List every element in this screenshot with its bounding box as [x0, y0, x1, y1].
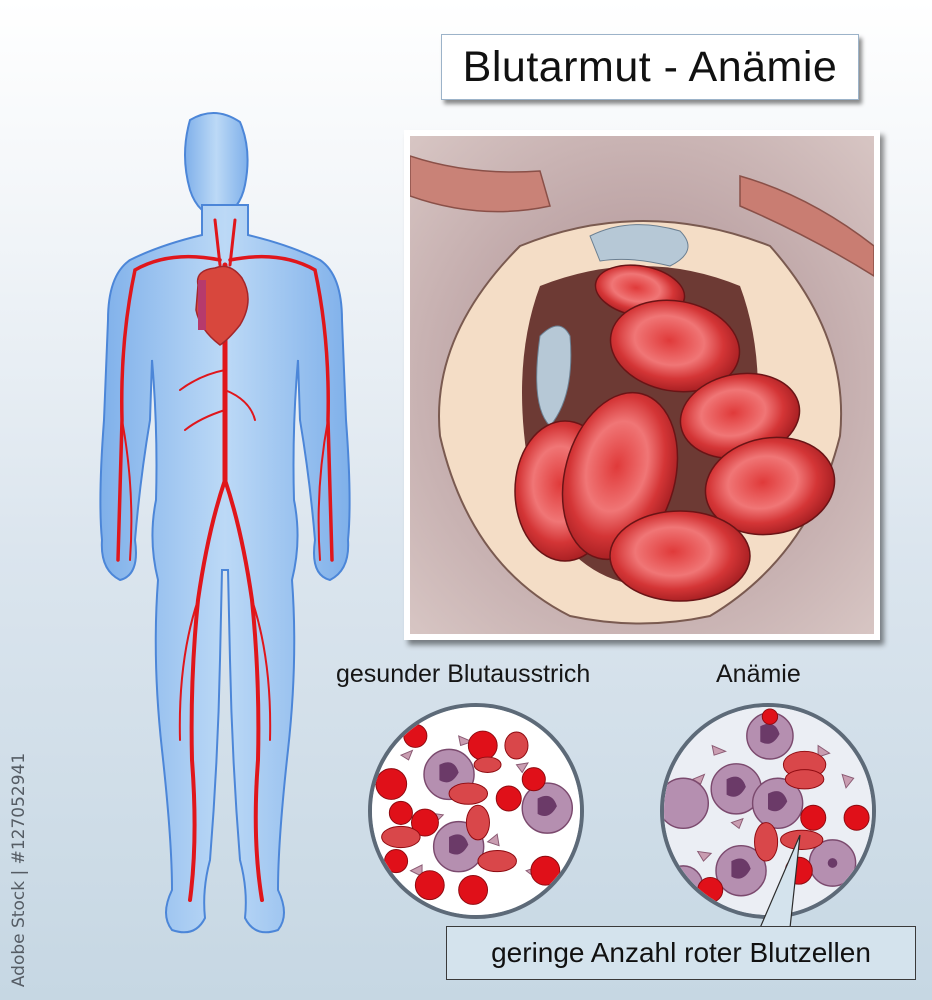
title-box: Blutarmut - Anämie	[441, 34, 859, 100]
anemia-smear-label: Anämie	[716, 660, 801, 688]
callout-text: geringe Anzahl roter Blutzellen	[491, 937, 871, 968]
callout-pointer	[760, 835, 801, 928]
callout-box: geringe Anzahl roter Blutzellen	[446, 926, 916, 980]
watermark-text: Adobe Stock | #127052941	[9, 752, 30, 988]
human-body-illustration	[99, 112, 351, 934]
healthy-smear-label: gesunder Blutausstrich	[336, 660, 591, 688]
bone-marrow-illustration	[404, 130, 880, 640]
body-figure	[80, 100, 380, 960]
healthy-blood-smear	[368, 703, 584, 919]
page-title: Blutarmut - Anämie	[462, 42, 838, 91]
heart-icon	[195, 265, 249, 346]
anemia-blood-smear	[660, 703, 876, 919]
watermark: Adobe Stock | #127052941	[4, 753, 34, 987]
